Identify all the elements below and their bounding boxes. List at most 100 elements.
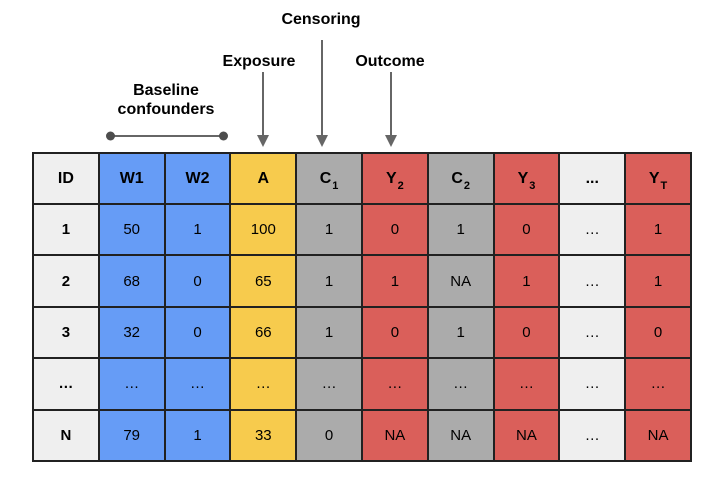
table-cell: 0: [295, 408, 363, 463]
table-cell: …: [558, 305, 627, 360]
column-header-y3: Y3: [492, 152, 561, 205]
table-cell: NA: [426, 408, 495, 463]
table-cell: 1: [426, 202, 495, 257]
table-cell: 3: [32, 305, 100, 360]
outcome-label: Outcome: [355, 53, 425, 70]
table-cell: NA: [360, 408, 429, 463]
column-header-subscript: 1: [332, 179, 339, 192]
table-cell: …: [558, 357, 627, 411]
table-cell: 2: [32, 254, 100, 308]
table-cell: 0: [360, 202, 429, 257]
table-cell: 1: [492, 254, 561, 308]
table-cell: 0: [163, 254, 232, 308]
table-cell: …: [624, 357, 692, 411]
column-header-text: ID: [57, 169, 74, 187]
table-cell: …: [558, 254, 627, 308]
column-header-text: W2: [185, 169, 210, 187]
table-cell: 0: [163, 305, 232, 360]
column-header-text: Y: [648, 169, 660, 187]
table-cell: 33: [229, 408, 298, 463]
table-cell: 0: [492, 305, 561, 360]
baseline-range-line: [106, 131, 228, 141]
column-header-text: ...: [585, 169, 599, 187]
column-header-subscript: T: [660, 179, 668, 192]
range-dot-left-icon: [106, 131, 115, 141]
exposure-arrowhead: [256, 135, 269, 147]
table-cell: NA: [492, 408, 561, 463]
table-cell: 1: [624, 202, 692, 257]
censoring-arrowhead: [315, 135, 328, 147]
table-cell: 68: [97, 254, 166, 308]
table-cell: 1: [624, 254, 692, 308]
table-cell: …: [32, 357, 100, 411]
table-cell: 50: [97, 202, 166, 257]
table-cell: …: [360, 357, 429, 411]
table-cell: …: [163, 357, 232, 411]
outcome-arrowhead: [384, 135, 397, 147]
column-header-id: ID: [32, 152, 100, 205]
table-cell: 1: [32, 202, 100, 257]
censoring-arrow-icon: [315, 40, 328, 147]
column-header-ellipsis: ...: [558, 152, 627, 205]
table-cell: 0: [492, 202, 561, 257]
exposure-arrow-icon: [256, 72, 269, 147]
baseline-confounders-label: Baseline confounders: [118, 81, 215, 119]
table-cell: 66: [229, 305, 298, 360]
column-header-text: C: [451, 169, 463, 187]
table-cell: 1: [426, 305, 495, 360]
table-cell: 32: [97, 305, 166, 360]
column-header-text: Y: [385, 169, 397, 187]
table-cell: …: [558, 202, 627, 257]
column-header-subscript: 3: [529, 179, 536, 192]
column-header-c1: C1: [295, 152, 363, 205]
table-cell: …: [97, 357, 166, 411]
range-dot-right-icon: [219, 131, 228, 141]
table-cell: NA: [624, 408, 692, 463]
table-cell: NA: [426, 254, 495, 308]
baseline-confounders-line1: Baseline: [133, 82, 199, 99]
column-header-text: W1: [119, 169, 144, 187]
column-header-c2: C2: [426, 152, 495, 205]
column-header-a: A: [229, 152, 298, 205]
exposure-arrow-shaft: [261, 72, 264, 135]
column-header-text: A: [257, 169, 270, 187]
table-cell: 1: [295, 254, 363, 308]
baseline-confounders-line2: confounders: [117, 101, 215, 118]
table-cell: 1: [360, 254, 429, 308]
table-cell: 100: [229, 202, 298, 257]
table-cell: 65: [229, 254, 298, 308]
table-cell: …: [492, 357, 561, 411]
table-cell: 0: [624, 305, 692, 360]
table-cell: …: [426, 357, 495, 411]
outcome-arrow-icon: [384, 72, 397, 147]
table-cell: 1: [163, 408, 232, 463]
table-cell: 0: [360, 305, 429, 360]
column-header-y2: Y2: [360, 152, 429, 205]
column-header-yt: YT: [624, 152, 692, 205]
table-cell: N: [32, 408, 100, 463]
column-header-text: C: [319, 169, 332, 187]
column-header-text: Y: [517, 169, 529, 187]
table-cell: 1: [163, 202, 232, 257]
column-header-subscript: 2: [463, 179, 471, 192]
column-header-subscript: 2: [397, 179, 404, 192]
exposure-label: Exposure: [222, 53, 296, 70]
column-header-w2: W2: [163, 152, 232, 205]
column-header-w1: W1: [97, 152, 166, 205]
table-cell: 79: [97, 408, 166, 463]
table-cell: …: [229, 357, 298, 411]
table-cell: …: [295, 357, 363, 411]
table-cell: 1: [295, 305, 363, 360]
outcome-arrow-shaft: [389, 72, 392, 135]
table-cell: 1: [295, 202, 363, 257]
censoring-arrow-shaft: [320, 40, 323, 135]
table-row: …………………………: [32, 357, 692, 411]
